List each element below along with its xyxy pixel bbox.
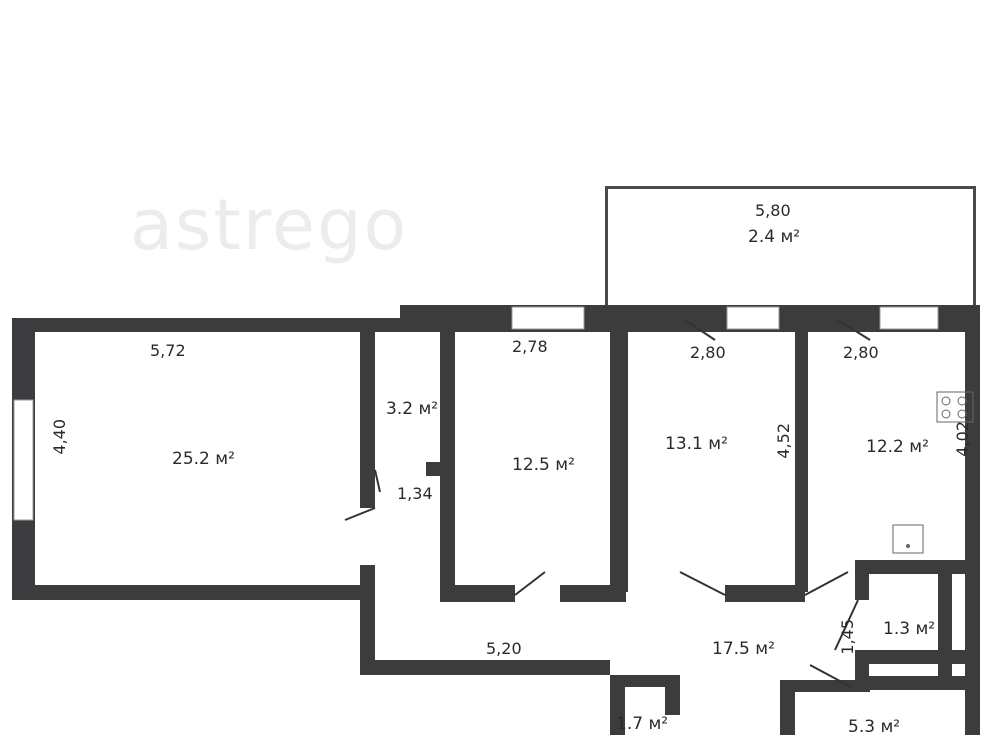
bedroom-1-width: 2,78 (512, 337, 548, 356)
doors (344, 319, 871, 689)
kitchen-area: 12.2 м² (866, 437, 929, 457)
bathroom-area: 5.3 м² (848, 717, 901, 737)
toilet-area: 1.3 м² (883, 619, 936, 639)
stove-icon (936, 391, 974, 423)
bedroom-2-width: 2,80 (690, 343, 726, 362)
toilet-depth: 1,45 (838, 618, 858, 655)
watermark: astrego (130, 184, 409, 266)
storage-area: 3.2 м² (386, 399, 439, 419)
balcony-area: 2.4 м² (748, 227, 801, 247)
hall-area: 17.5 м² (712, 639, 775, 659)
hall-width: 5,20 (486, 639, 522, 658)
living-area: 25.2 м² (172, 449, 235, 469)
bedroom-2-area: 13.1 м² (665, 434, 728, 454)
kitchen-width: 2,80 (843, 343, 879, 362)
bedroom-1-area: 12.5 м² (512, 455, 575, 475)
living-depth: 4,40 (50, 418, 70, 455)
balcony-width: 5,80 (755, 201, 791, 220)
sink-icon (892, 524, 924, 554)
kitchen-depth: 4,02 (953, 420, 973, 457)
closet-area: 1.7 м² (616, 714, 669, 734)
living-width: 5,72 (150, 341, 186, 360)
walls (12, 305, 980, 735)
storage-depth: 1,34 (397, 484, 433, 503)
windows (13, 306, 939, 521)
bedroom-2-depth: 4,52 (774, 422, 794, 459)
balcony-outline (605, 186, 976, 306)
